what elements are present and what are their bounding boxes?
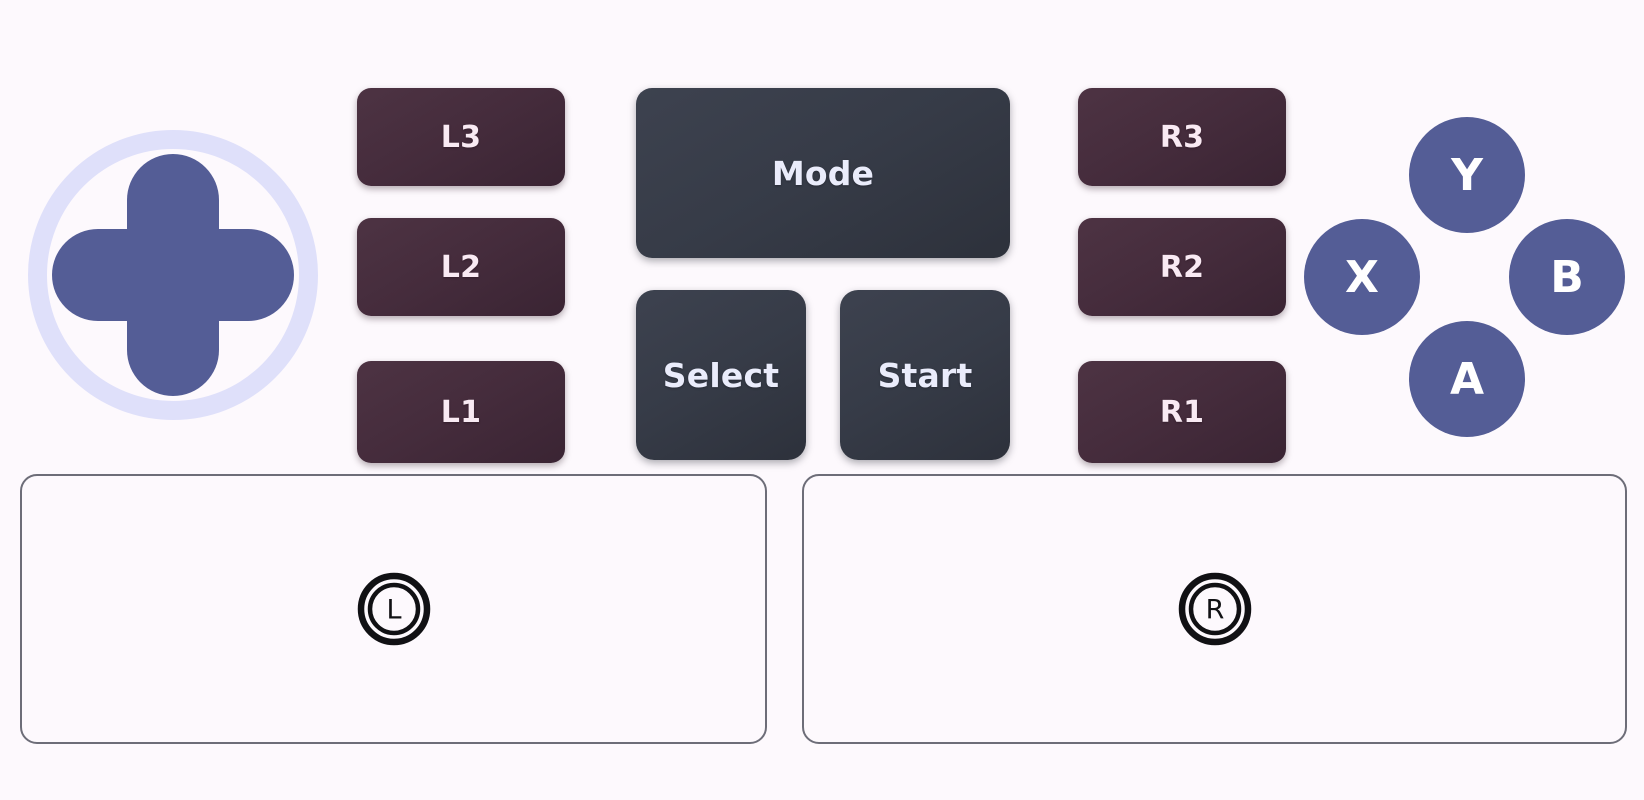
button-y[interactable]: Y — [1409, 117, 1525, 233]
left-stick-label: L — [386, 595, 401, 626]
dpad-cross-icon — [52, 154, 294, 396]
directional-pad[interactable] — [28, 130, 318, 420]
button-b[interactable]: B — [1509, 219, 1625, 335]
button-r2[interactable]: R2 — [1078, 218, 1286, 316]
button-start[interactable]: Start — [840, 290, 1010, 460]
button-r3[interactable]: R3 — [1078, 88, 1286, 186]
button-l1[interactable]: L1 — [357, 361, 565, 463]
right-stick-label: R — [1205, 595, 1224, 626]
button-a[interactable]: A — [1409, 321, 1525, 437]
dpad-horizontal-arm — [52, 229, 294, 321]
button-l3[interactable]: L3 — [357, 88, 565, 186]
button-r1[interactable]: R1 — [1078, 361, 1286, 463]
button-l2[interactable]: L2 — [357, 218, 565, 316]
button-select[interactable]: Select — [636, 290, 806, 460]
button-mode[interactable]: Mode — [636, 88, 1010, 258]
right-stick-pad[interactable]: R — [802, 474, 1627, 744]
left-stick-icon[interactable]: L — [357, 572, 431, 646]
button-x[interactable]: X — [1304, 219, 1420, 335]
left-stick-pad[interactable]: L — [20, 474, 767, 744]
right-stick-icon[interactable]: R — [1178, 572, 1252, 646]
